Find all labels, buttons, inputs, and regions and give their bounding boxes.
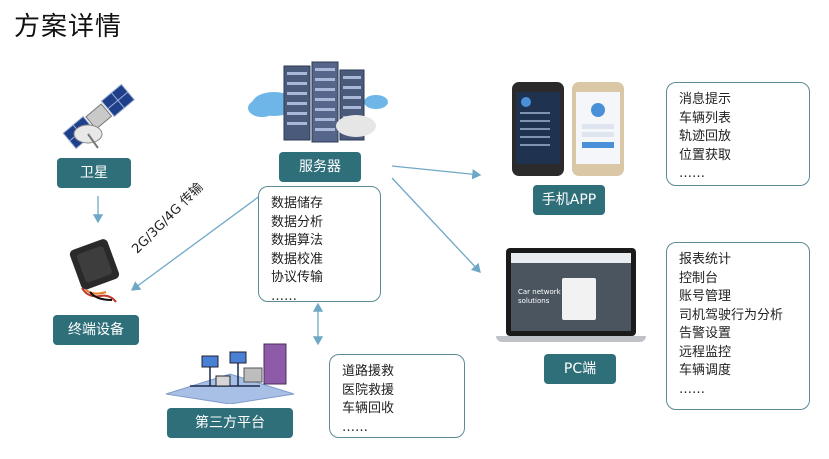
- mobile-phones-icon: [512, 82, 624, 176]
- function-item: 车辆回收: [342, 401, 395, 416]
- server-functions-box: 数据储存 数据分析 数据算法 数据校准 协议传输 ……: [258, 186, 381, 304]
- terminal-label: 终端设备: [53, 315, 139, 345]
- network-icon: [165, 343, 295, 404]
- page-title: 方案详情: [14, 12, 123, 42]
- function-item: 医院救援: [342, 382, 395, 398]
- function-item: 数据储存: [271, 196, 324, 211]
- mobile-functions-box: 消息提示 车辆列表 轨迹回放 位置获取 ……: [666, 82, 810, 186]
- function-item: 轨迹回放: [679, 129, 732, 144]
- third-party-label: 第三方平台: [167, 408, 293, 438]
- function-item: 控制台: [679, 270, 719, 286]
- pc-functions-box: 报表统计 控制台 账号管理 司机驾驶行为分析 告警设置 远程监控 车辆调度 ……: [666, 242, 810, 410]
- function-item: 位置获取: [679, 147, 732, 163]
- mobile-label: 手机APP: [533, 185, 605, 215]
- function-item: 司机驾驶行为分析: [679, 307, 784, 323]
- function-item: 报表统计: [679, 252, 732, 267]
- function-item: ……: [342, 419, 368, 435]
- arrow-server-pc: [391, 177, 481, 273]
- function-item: 账号管理: [679, 289, 732, 304]
- pc-label: PC端: [544, 354, 616, 384]
- arrow-server-mobile: [391, 165, 482, 180]
- function-item: 数据分析: [271, 214, 324, 230]
- gps-terminal-icon: [69, 239, 120, 303]
- function-item: 消息提示: [679, 92, 732, 107]
- function-item: ……: [679, 381, 705, 397]
- function-item: ……: [271, 288, 297, 304]
- function-item: 数据算法: [271, 233, 324, 248]
- function-item: ……: [679, 166, 705, 181]
- satellite-label: 卫星: [57, 158, 131, 188]
- arrow-terminal-server: [130, 186, 274, 291]
- function-item: 协议传输: [271, 270, 324, 285]
- function-item: 车辆列表: [679, 110, 732, 126]
- function-item: 数据校准: [271, 251, 324, 267]
- function-item: 道路援救: [342, 364, 395, 379]
- third-party-functions-box: 道路援救 医院救援 车辆回收 ……: [329, 354, 465, 438]
- function-item: 车辆调度: [679, 363, 732, 378]
- satellite-icon: [62, 83, 135, 150]
- server-label: 服务器: [279, 152, 361, 182]
- function-item: 远程监控: [679, 344, 732, 360]
- server-icon: [248, 61, 388, 143]
- function-item: 告警设置: [679, 326, 732, 341]
